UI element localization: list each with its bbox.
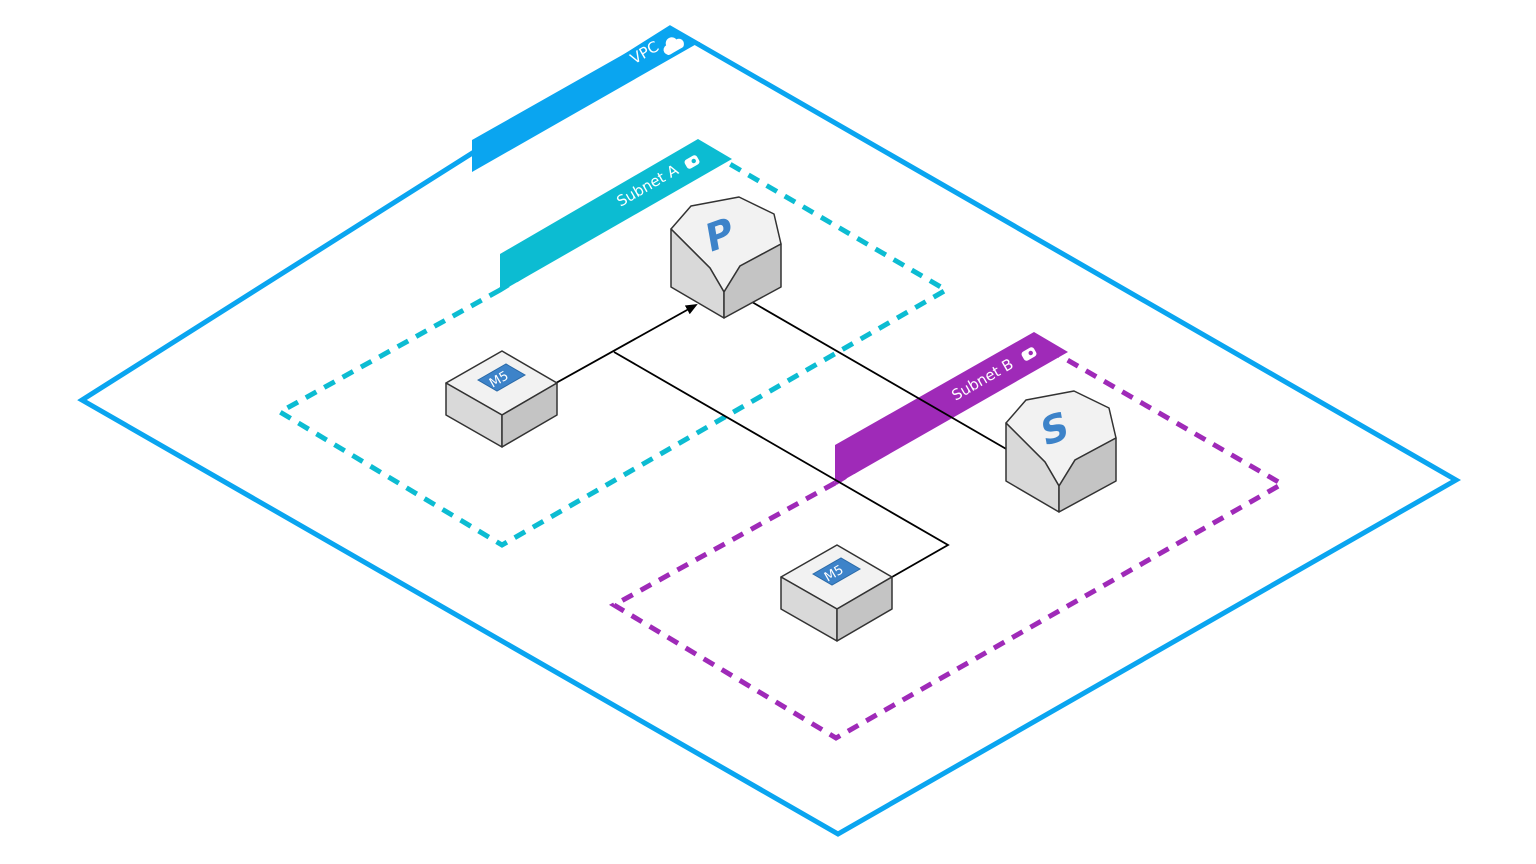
instance-badge — [811, 557, 862, 586]
instance-badge — [476, 363, 527, 392]
vpc-label-band — [472, 28, 700, 172]
m5-instance-a[interactable]: M5 — [445, 350, 558, 448]
cube-right-face — [836, 576, 893, 642]
secondary-database-node[interactable]: S — [1005, 390, 1117, 513]
cube-right-face — [501, 382, 558, 448]
lock-icon — [684, 155, 700, 169]
edge-m5a-to-primary — [555, 304, 698, 384]
subnet-a-label-band — [500, 139, 732, 292]
lock-icon — [1021, 347, 1037, 361]
subnet-b-label-band — [835, 332, 1068, 485]
edge-m5a-to-m5b — [613, 351, 950, 578]
edge-primary-to-secondary — [751, 301, 1009, 451]
subnet-b-container: Subnet B — [608, 332, 1288, 741]
vpc-container: VPC — [77, 25, 1462, 837]
vpc-boundary — [77, 25, 1462, 837]
cloud-icon — [663, 37, 684, 55]
node-right-face — [1058, 437, 1117, 513]
node-right-face — [723, 243, 782, 319]
primary-database-node[interactable]: P — [670, 196, 782, 319]
m5-instance-b[interactable]: M5 — [780, 544, 893, 642]
subnet-a-container: Subnet A — [274, 139, 951, 548]
connections — [555, 301, 1009, 578]
